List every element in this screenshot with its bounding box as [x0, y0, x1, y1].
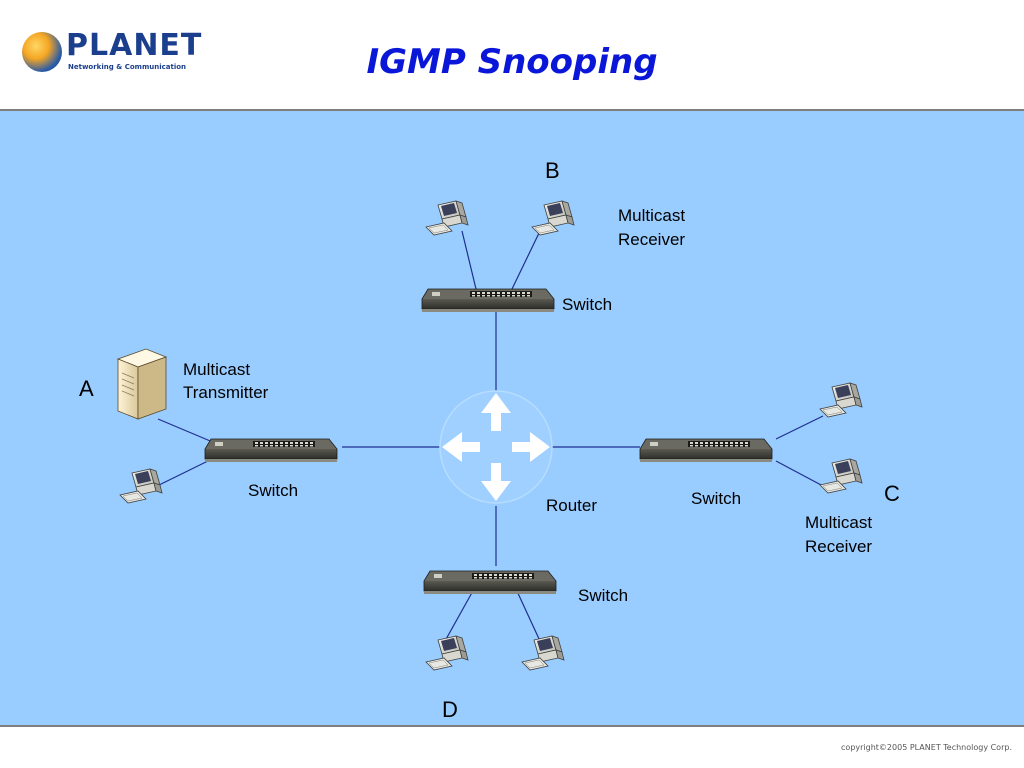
- computer-icon: [521, 635, 565, 671]
- switch-icon: [423, 570, 557, 595]
- computer-icon: [119, 468, 163, 504]
- logo-wordmark: PLANET: [66, 28, 203, 63]
- role-label-c-line1: Multicast: [805, 513, 873, 532]
- logo-tagline: Networking & Communication: [68, 63, 187, 71]
- footer-divider: [0, 725, 1024, 727]
- node-letter-d: D: [442, 697, 458, 722]
- switch-icon: [639, 438, 773, 463]
- switch-label-a: Switch: [248, 481, 299, 500]
- switch-label-b: Switch: [562, 295, 613, 314]
- computer-icon: [531, 200, 575, 236]
- computer-icon: [819, 458, 863, 494]
- router-label: Router: [546, 496, 598, 515]
- network-diagram: [116, 200, 863, 671]
- switch-icon: [421, 288, 555, 313]
- planet-logo: PLANET Networking & Communication: [22, 28, 201, 78]
- router-icon: [439, 390, 553, 504]
- role-label-a-line2: Transmitter: [183, 383, 269, 402]
- computer-icon: [819, 382, 863, 418]
- slide-header: PLANET Networking & Communication IGMP S…: [0, 0, 1024, 110]
- slide-title: IGMP Snooping: [366, 42, 658, 82]
- node-letter-b: B: [545, 158, 560, 183]
- server-icon: [116, 348, 168, 420]
- computer-icon: [425, 635, 469, 671]
- node-letter-c: C: [884, 481, 900, 506]
- role-label-b-line2: Receiver: [618, 230, 686, 249]
- planet-logo-icon: [22, 32, 62, 72]
- role-label-b-line1: Multicast: [618, 206, 686, 225]
- computer-icon: [425, 200, 469, 236]
- role-label-a-line1: Multicast: [183, 360, 251, 379]
- switch-label-d: Switch: [578, 586, 629, 605]
- role-label-c-line2: Receiver: [805, 537, 873, 556]
- node-letter-a: A: [79, 376, 94, 401]
- switch-label-c: Switch: [691, 489, 742, 508]
- link-lines: [154, 230, 824, 642]
- copyright-text: copyright©2005 PLANET Technology Corp.: [841, 743, 1012, 752]
- switch-icon: [204, 438, 338, 463]
- header-divider: [0, 109, 1024, 111]
